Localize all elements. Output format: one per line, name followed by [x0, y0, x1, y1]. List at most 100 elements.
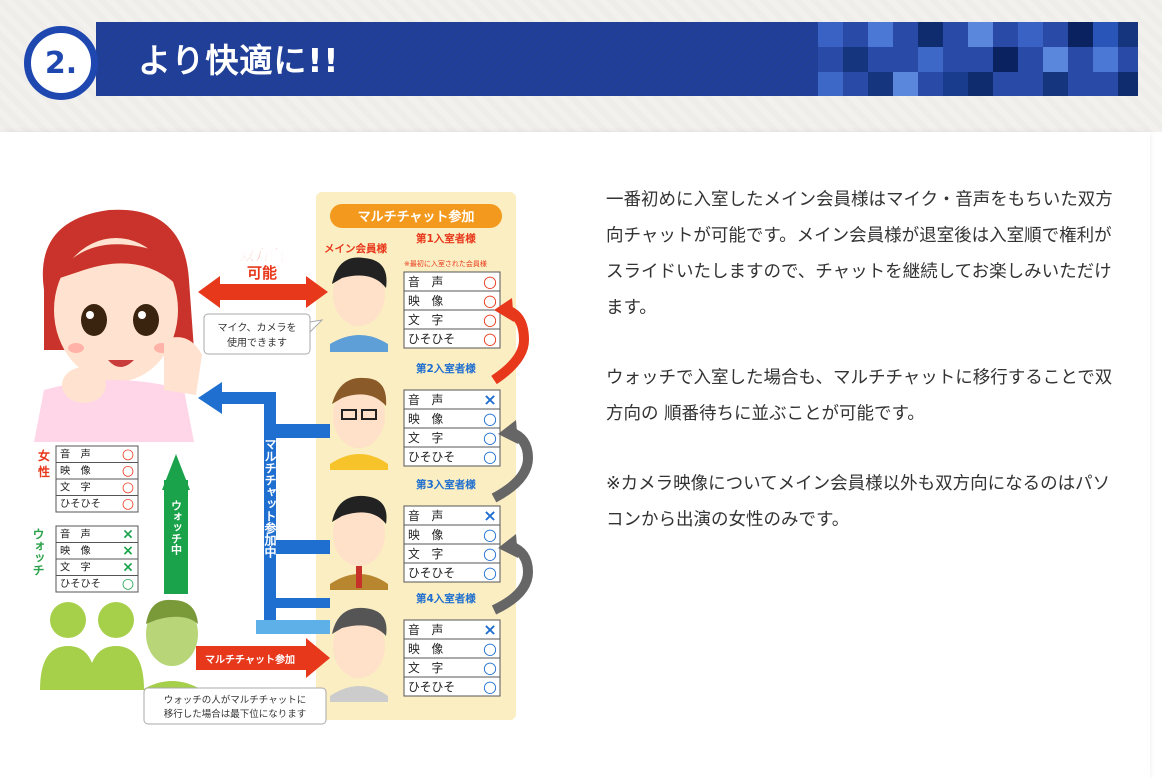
description: 一番初めに入室したメイン会員様はマイク・音声をもちいた双方向チャットが可能です。…: [606, 182, 1126, 572]
entrant-table-1-row-name: 文 字: [408, 313, 443, 327]
watching-arrow-label: ウォッチ中: [170, 500, 183, 556]
watcher-man-avatar: [142, 599, 202, 690]
woman-table-row-name: 音 声: [60, 448, 91, 461]
watchers-icon: [40, 602, 144, 690]
entrant-table-3-row-name: 映 像: [408, 528, 444, 542]
mic-camera-note-1: マイク、カメラを: [218, 322, 297, 334]
watch-table-row: [55, 575, 139, 593]
woman-table-row-mark: ○: [122, 496, 134, 512]
section-number-badge: 2.: [24, 26, 98, 100]
entrant-label-2: 第2入室者様: [416, 362, 476, 375]
content-panel: [0, 132, 1150, 778]
watch-table-row-mark: ×: [122, 527, 134, 543]
entrant-table-3-row-mark: ×: [483, 506, 497, 525]
entrant-table-4-row-name: 音 声: [408, 623, 443, 637]
woman-table-row-name: 文 字: [60, 481, 91, 494]
entrant-table-1-row-mark: ○: [483, 310, 497, 329]
join-multichat-arrow: [196, 638, 330, 678]
entrant-table-1-row-name: 映 像: [408, 294, 444, 308]
bidirectional-label-1: 双方向: [239, 246, 284, 264]
woman-character: [34, 209, 202, 442]
entrant-table-2-row-mark: ○: [483, 447, 497, 466]
watch-table-row-mark: ×: [122, 543, 134, 559]
slide-arrow-gray-2: [491, 534, 534, 615]
man-avatar-2: [330, 377, 388, 470]
entrant-table-2-row-name: 文 字: [408, 431, 443, 445]
entrant-label-3: 第3入室者様: [416, 478, 476, 491]
entrant-table-2-row-name: ひそひそ: [408, 450, 455, 464]
entrant-table-1-row: [403, 328, 501, 349]
watch-table-row-mark: ×: [122, 560, 134, 576]
entrant-table-1-row-name: ひそひそ: [408, 332, 455, 346]
panel-title-pill: [330, 204, 502, 228]
watch-note-2: 移行した場合は最下位になります: [164, 708, 307, 720]
entrant-table-3-row-mark: ○: [483, 544, 497, 563]
entrant-table-2-row-name: 映 像: [408, 412, 444, 426]
man-avatar-3: [330, 495, 388, 590]
section-number: 2.: [44, 45, 78, 81]
entrant-label-4: 第4入室者様: [416, 592, 476, 605]
entrant-table-4-row-name: ひそひそ: [408, 680, 455, 694]
woman-table-row-mark: ○: [122, 463, 134, 479]
description-paragraph-2: ウォッチで入室した場合も、マルチチャットに移行することで双方向の 順番待ちに並ぶ…: [606, 368, 1113, 424]
description-paragraph-3: ※カメラ映像についてメイン会員様以外も双方向になるのはパソコンから出演の女性のみ…: [606, 474, 1111, 530]
entrant-table-3-row-name: 音 声: [408, 509, 443, 523]
mic-camera-note-2: 使用できます: [227, 336, 287, 349]
watching-arrow: [162, 454, 190, 594]
bidirectional-label-2: 可能: [247, 264, 277, 282]
main-member-label: メイン会員様: [324, 242, 387, 255]
entrant-table-4-row-mark: ○: [483, 639, 497, 658]
entrant-table-3-row: [403, 562, 501, 583]
man-avatar-4: [330, 607, 388, 702]
entrant-label-1: 第1入室者様: [416, 232, 476, 245]
entrant-table-1-row-mark: ○: [483, 329, 497, 348]
woman-table-row: [55, 495, 139, 513]
multichat-arrow-label: マルチチャット参加中: [263, 438, 277, 559]
entrant-table-2-row-mark: ○: [483, 409, 497, 428]
entrant-table-2-row-name: 音 声: [408, 393, 443, 407]
entrant-table-2-row-mark: ○: [483, 428, 497, 447]
entrant-table-1-row-mark: ○: [483, 291, 497, 310]
woman-table-row-mark: ○: [122, 447, 134, 463]
multichat-diagram: マルチチャット参加 双方向 可能 マイク、カメラを 使用できます メイン会員様: [31, 192, 534, 725]
entrant-table-3-row-name: 文 字: [408, 547, 443, 561]
woman-label-1: 女: [38, 448, 50, 463]
entrant-table-4-row: [403, 676, 501, 697]
woman-table-row-name: ひそひそ: [60, 498, 101, 510]
man-avatar-1: [330, 257, 388, 352]
woman-label-2: 性: [37, 464, 50, 479]
watch-table-row-name: 映 像: [60, 545, 91, 557]
entrant-table-4-row-mark: ○: [483, 658, 497, 677]
woman-table-row-name: 映 像: [60, 465, 91, 477]
watch-table-row-name: 音 声: [60, 528, 91, 541]
woman-table-row-mark: ○: [122, 480, 134, 496]
entrant-table-3-row-mark: ○: [483, 563, 497, 582]
watch-note-box: [143, 687, 327, 725]
entrant-note-1: ※最初に入室された会員様: [404, 259, 487, 268]
entrant-table-4-row-mark: ×: [483, 620, 497, 639]
watch-table-row-mark: ○: [122, 576, 134, 592]
bidirectional-arrow: [198, 276, 328, 308]
side-tables: 音 声○映 像○文 字○ひそひそ○音 声×映 像×文 字×ひそひそ○: [55, 445, 139, 593]
entrant-table-4-row-mark: ○: [483, 677, 497, 696]
section-title: より快適に!!: [138, 41, 340, 80]
watch-note-1: ウォッチの人がマルチチャットに: [164, 694, 306, 706]
entrant-table-4-row-name: 映 像: [408, 642, 444, 656]
entrant-table-1-row-name: 音 声: [408, 275, 443, 289]
entrant-table-2-row: [403, 446, 501, 467]
watch-label: ウォッチ: [31, 528, 45, 576]
entrant-table-2-row-mark: ×: [483, 390, 497, 409]
join-arrow-label: マルチチャット参加: [205, 653, 295, 666]
mosaic-decoration: [818, 22, 1138, 96]
watch-table-row-name: ひそひそ: [60, 578, 101, 590]
slide-arrow-red: [491, 298, 530, 385]
slide-arrow-gray-1: [491, 420, 534, 503]
multichat-flow-arrow: [198, 382, 330, 634]
mic-camera-bubble: [203, 313, 324, 355]
entrant-table-3-row-name: ひそひそ: [408, 566, 455, 580]
section-title-bar: [96, 22, 1138, 96]
entrant-table-4-row-name: 文 字: [408, 661, 443, 675]
entrant-table-3-row-mark: ○: [483, 525, 497, 544]
panel-title: マルチチャット参加: [358, 209, 475, 225]
